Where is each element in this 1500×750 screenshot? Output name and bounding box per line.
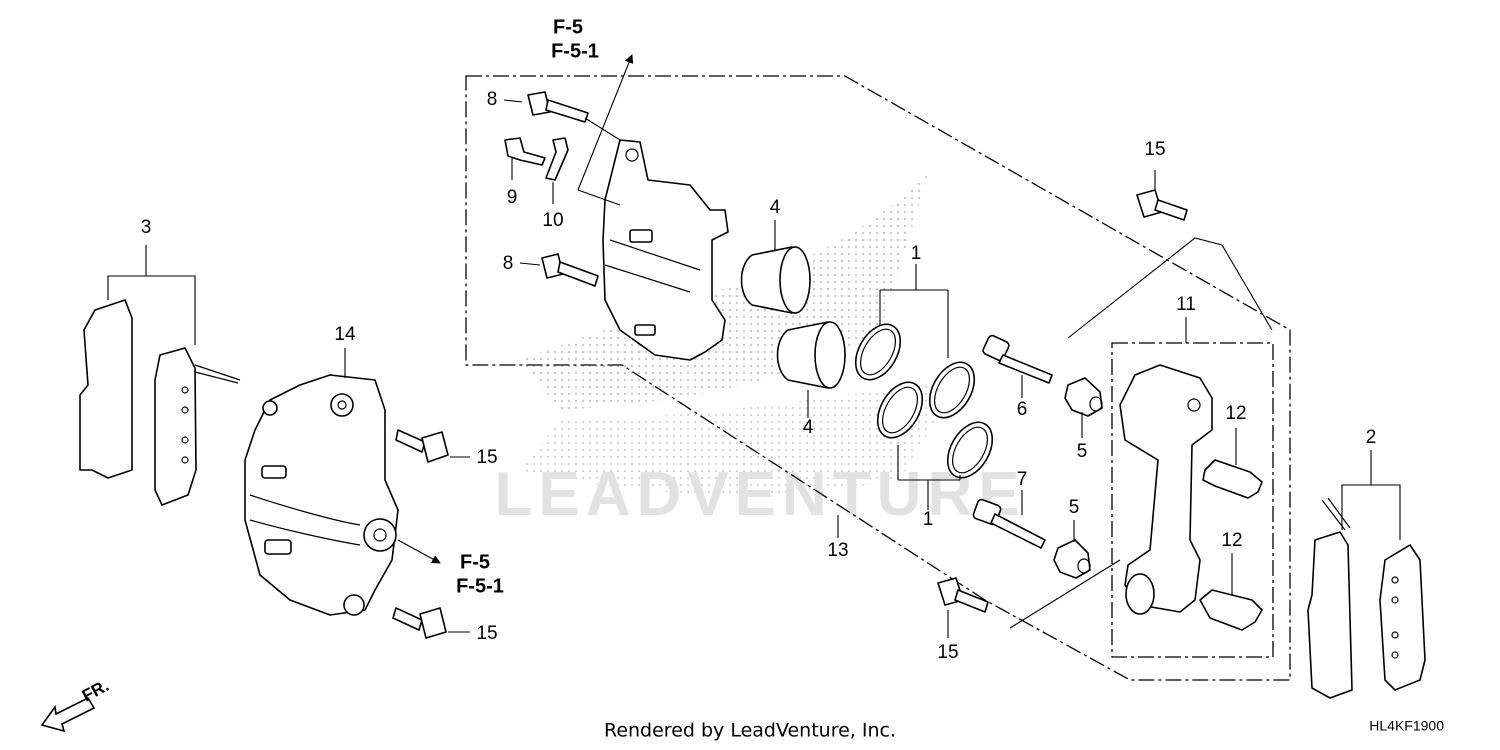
callout-10: 10 [542,210,563,231]
callout-13: 13 [827,540,848,561]
callout-4-upper: 4 [770,197,781,218]
watermark-text: LEADVENTURE [494,460,1025,529]
ref-arrow-lower [397,539,441,564]
callout-12-lower: 12 [1221,530,1242,551]
piston-upper-4 [740,246,811,314]
pad-retainer-12 [1199,459,1263,631]
brake-pad-set-2 [1307,450,1426,699]
bracket-assembly-outline [1111,342,1274,658]
callout-3: 3 [141,217,152,238]
render-credit: Rendered by LeadVenture, Inc. [604,720,896,742]
callout-5-upper: 5 [1077,441,1088,462]
ref-label-lower-1: F-5 [460,551,490,573]
front-direction-arrow: FR. [40,676,112,733]
ref-label-upper-1: F-5 [553,16,583,38]
brake-pad-set-3 [79,245,241,506]
callout-1-upper: 1 [911,243,922,264]
callout-15-caliper-upper: 15 [476,447,497,468]
bolt-8-lower [541,253,599,287]
slide-pin-7 [972,498,1046,549]
piston-lower-4 [776,321,846,389]
diagram-code: HL4KF1900 [1369,718,1444,734]
callout-5-lower: 5 [1069,497,1080,518]
bolt-15-bottom [937,577,989,613]
ref-arrow-upper [577,54,634,191]
bolt-8-upper [527,91,589,123]
caliper-assembly-outline [465,75,1291,681]
bleeder-cap-10 [545,137,569,181]
bolt-15-caliper-lower [392,607,447,639]
leader-lines [344,99,1273,638]
callout-8-upper: 8 [487,89,498,110]
callout-15-bottom: 15 [937,642,958,663]
piston-seals-1 [854,323,994,479]
callout-2: 2 [1366,427,1377,448]
watermark-logo: LEADVENTURE [494,170,1025,529]
callout-9: 9 [507,187,518,208]
caliper-body-13 [602,139,729,361]
bleeder-screw-9 [504,137,546,166]
callout-12-upper: 12 [1225,403,1246,424]
callout-14: 14 [334,324,356,345]
slide-pin-6 [982,334,1053,384]
callout-15-caliper-lower: 15 [476,623,497,644]
callout-11: 11 [1176,294,1196,315]
callout-7: 7 [1017,469,1028,490]
callout-8-lower: 8 [503,253,514,274]
ref-label-upper-2: F-5-1 [551,40,599,62]
callout-15-top: 15 [1144,139,1165,160]
callout-4-lower: 4 [803,417,814,438]
ref-label-lower-2: F-5-1 [456,575,504,597]
bolt-15-caliper-upper [395,429,449,463]
callout-1-lower: 1 [923,509,934,530]
pin-boot-lower-5 [1053,539,1091,579]
caliper-bracket-11 [1119,364,1213,615]
pin-boot-upper-5 [1064,377,1103,417]
callout-6: 6 [1017,399,1028,420]
bolt-15-top [1136,189,1188,221]
caliper-body-14 [244,374,399,616]
